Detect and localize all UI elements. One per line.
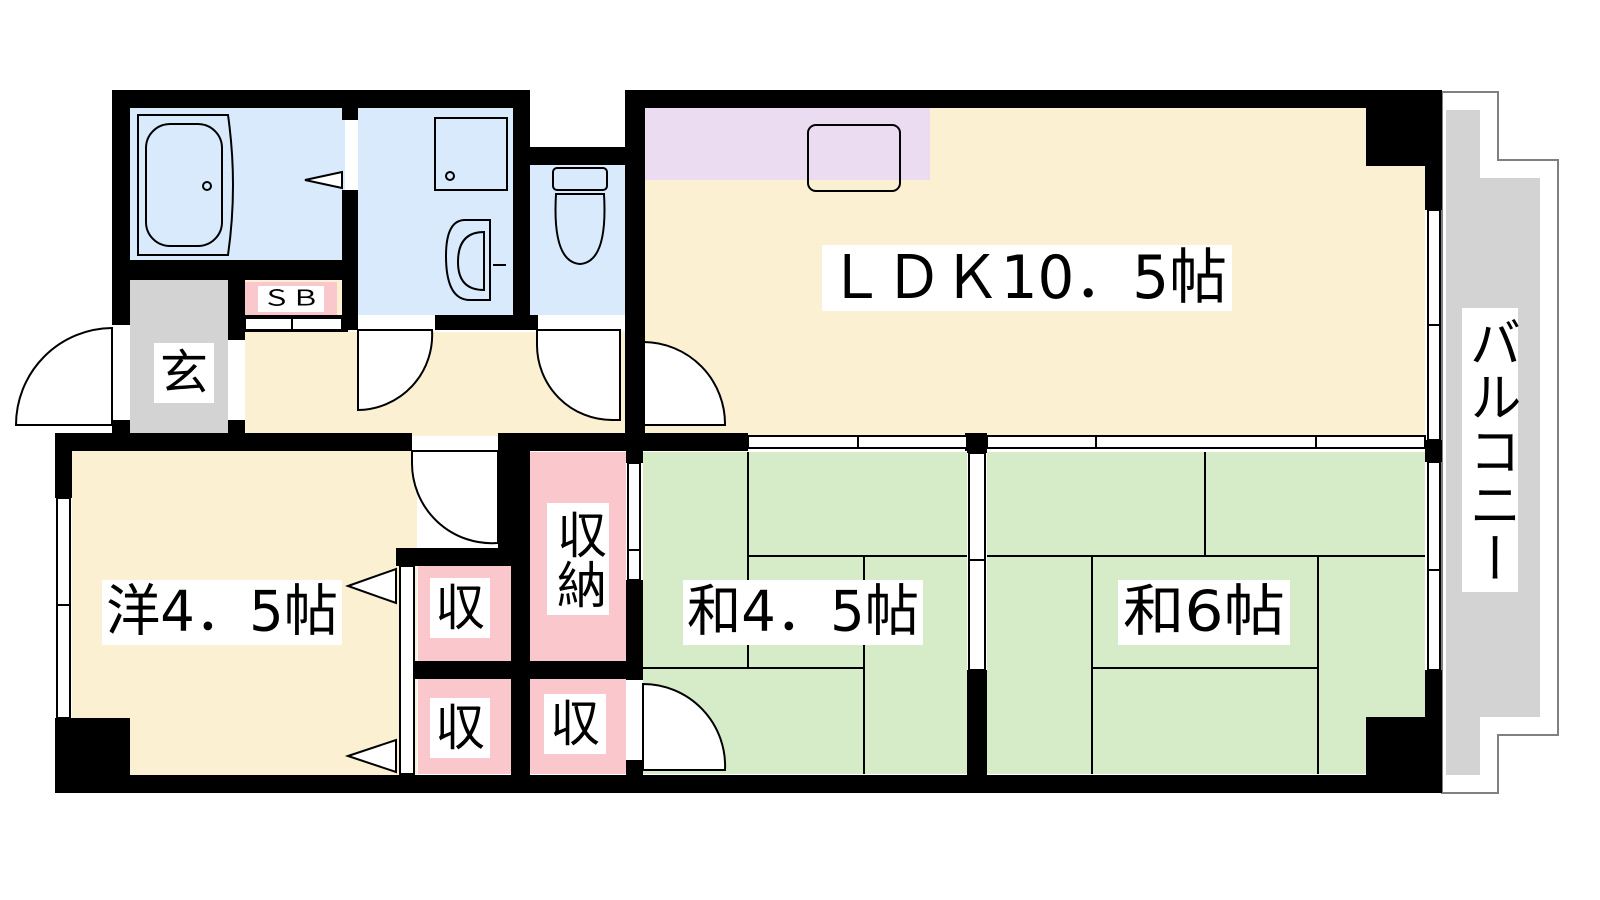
washitsu-door [642, 682, 727, 771]
washbasin [434, 117, 508, 301]
tatami-lines [643, 452, 1425, 774]
ldk-label-bg [822, 245, 1232, 311]
closet-label: 収 [435, 579, 485, 637]
closet-label-bg-1 [430, 578, 490, 638]
kitchen-counter [645, 108, 930, 180]
entrance-label-bg [154, 343, 214, 403]
entrance-label: 玄 [160, 345, 208, 401]
washitsu-small-label-bg [683, 580, 923, 645]
bathtub [137, 114, 234, 256]
washitsu-large-label-bg [1118, 580, 1290, 645]
ldk-door [643, 340, 727, 426]
toilet [552, 167, 608, 266]
closet-label-bg-3 [544, 694, 606, 754]
closet-door-handles [344, 567, 397, 774]
partition-ticks [57, 318, 1440, 606]
western-room-label: 洋4．5帖 [106, 580, 338, 645]
bath-faucet [304, 170, 343, 190]
washitsu-large-label: 和6帖 [1123, 580, 1285, 645]
balcony-label-bg [1462, 308, 1518, 592]
shoe-box-label-bg [258, 286, 324, 312]
washroom-door [357, 329, 434, 412]
closet-label-bg-2 [430, 698, 490, 758]
balcony-label: バルコニー [1460, 315, 1520, 585]
ldk-label: ＬＤＫ10．5帖 [827, 243, 1227, 313]
storage-label-bg [547, 503, 609, 615]
western-room-door [410, 450, 499, 545]
western-room-label-bg [102, 580, 342, 645]
closet-label: 収 [435, 699, 485, 757]
entrance-door [14, 326, 113, 426]
closet-label: 収 [550, 695, 600, 753]
storage-label: 収納 [549, 509, 607, 609]
walls [55, 90, 1442, 793]
shoe-box-label: ＳＢ [262, 287, 320, 312]
washitsu-small-label: 和4．5帖 [687, 580, 919, 645]
toilet-door [536, 329, 621, 421]
kitchen-sink [807, 124, 901, 192]
